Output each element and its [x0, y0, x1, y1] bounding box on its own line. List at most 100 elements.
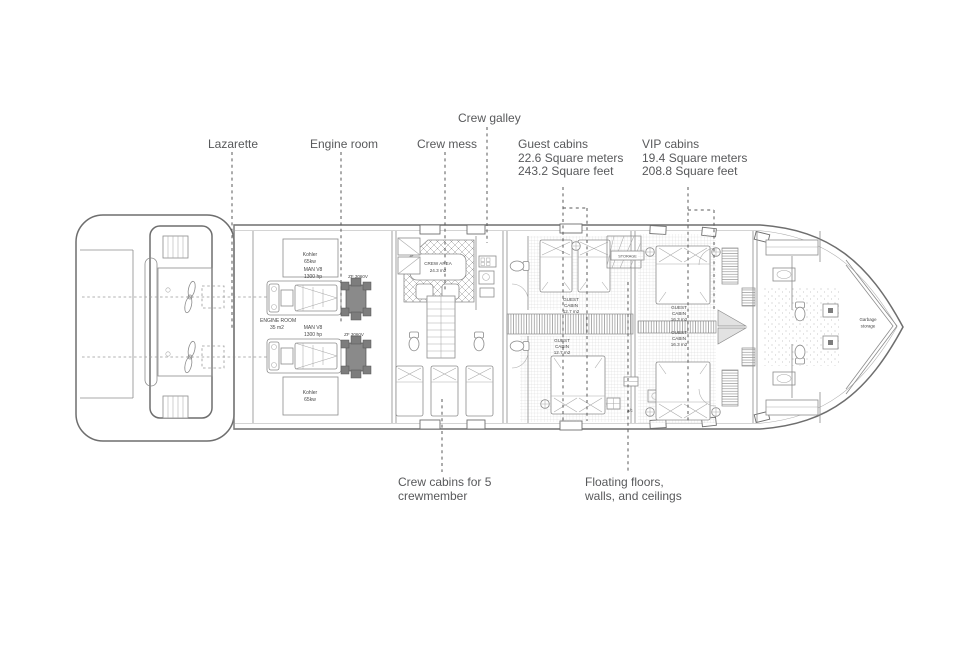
- gearbox-label: ZF 3060V: [348, 274, 368, 279]
- vip-fixture: [741, 347, 756, 367]
- guest-cabins-title: Guest cabins: [518, 137, 589, 151]
- generator-power-label: 65kw: [304, 397, 316, 403]
- vip-fixture: [741, 287, 756, 307]
- vip-cabin-label: CABIN: [672, 336, 686, 341]
- lazarette-bay: [157, 267, 213, 377]
- generator-power-label: 65kw: [304, 259, 316, 265]
- crew-mess-label: Crew mess: [417, 137, 478, 151]
- floating-floors-callout: Floating floors, walls, and ceilings: [585, 475, 682, 503]
- crew-toilet: [408, 331, 420, 352]
- vip-double-bed: [655, 361, 711, 421]
- engine-model-label: MAN V8: [304, 267, 323, 273]
- crew-section: CREW AREA 24.3 m2: [395, 236, 497, 417]
- gearbox-stbd: [340, 335, 372, 379]
- closet-chevron: [717, 309, 748, 327]
- vip-cabin-area-label: 16.3 m2: [671, 342, 688, 347]
- ac-label: a/c: [627, 408, 633, 413]
- guest-cabins-leader: [562, 187, 588, 421]
- bow-sink: [772, 371, 796, 386]
- bow-toilet: [794, 344, 806, 365]
- guest-twin-bed: [539, 239, 573, 293]
- guest-twin-bed: [577, 239, 611, 293]
- crew-cabins-line1: Crew cabins for 5: [398, 475, 492, 489]
- callout-leaders: [231, 127, 715, 472]
- vip-cabins-imperial: 208.8 Square feet: [642, 164, 738, 178]
- floating-floors-line1: Floating floors,: [585, 475, 664, 489]
- crew-toilet: [473, 331, 485, 352]
- vip-corridor: [637, 320, 717, 334]
- bow-sink: [772, 267, 796, 282]
- generator-port: [282, 238, 339, 278]
- generator-stbd: [282, 376, 339, 416]
- guest-cabin-area-label: 12.7 m2: [563, 309, 580, 314]
- guest-nightstand: [571, 241, 581, 251]
- galley-cabinet: [479, 287, 495, 298]
- vip-shower: [721, 369, 739, 407]
- bow-storage-bulkhead: [845, 259, 898, 395]
- lazarette-label: Lazarette: [208, 137, 259, 151]
- guest-cabins-metric: 22.6 Square meters: [518, 150, 624, 165]
- closet-chevron: [717, 327, 748, 345]
- guest-toilet: [509, 340, 530, 352]
- bow-toilet: [794, 301, 806, 322]
- bow-section: Garbage storage: [762, 231, 898, 423]
- guest-cabins-imperial: 243.2 Square feet: [518, 164, 614, 178]
- engine-room-label: ENGINE ROOM: [260, 318, 296, 324]
- vip-nightstand: [645, 407, 655, 417]
- crew-galley-label: Crew galley: [458, 111, 521, 125]
- stern-steps-bottom: [162, 395, 189, 419]
- guest-corridor: [506, 313, 634, 335]
- vip-shower: [721, 247, 739, 285]
- vip-cabins-metric: 19.4 Square meters: [642, 150, 748, 165]
- guest-cabin-label: GUEST: [563, 297, 579, 302]
- shaft-coupling-stbd: [201, 345, 225, 369]
- propeller-stbd: [183, 340, 197, 374]
- generator-brand-label: Kohler: [303, 390, 318, 396]
- engine-model-label: MAN V8: [304, 325, 323, 331]
- vip-cabin-label: GUEST: [671, 330, 687, 335]
- garbage-storage-label: storage: [861, 324, 876, 329]
- engine-room: Kohler 65kw Kohler 65kw MAN V8 1300 hp M…: [260, 238, 372, 416]
- main-engine-port: [266, 280, 342, 316]
- vip-cabins-leader: [687, 187, 715, 421]
- vip-nightstand: [711, 407, 721, 417]
- engine-room-callout: Engine room: [310, 137, 379, 152]
- propeller-port: [183, 280, 197, 314]
- transom-lazarette: [82, 225, 342, 419]
- engine-power-label: 1300 hp: [304, 274, 322, 280]
- vip-cabin-label: GUEST: [671, 305, 687, 310]
- vip-cabins-title: VIP cabins: [642, 137, 700, 151]
- bow-berth: [765, 399, 819, 416]
- guest-nightstand: [540, 399, 550, 409]
- gearbox-label: ZF 3060V: [344, 332, 364, 337]
- crew-stairs: [426, 295, 456, 359]
- guest-cabin-area-label: 12.7 m2: [554, 350, 571, 355]
- main-engine-stbd: [266, 338, 342, 374]
- bow-berth: [765, 239, 819, 256]
- engine-power-label: 1300 hp: [304, 332, 322, 338]
- guest-toilet: [509, 260, 530, 272]
- crew-cabins-callout: Crew cabins for 5 crewmember: [398, 475, 492, 503]
- vip-double-bed: [655, 245, 711, 305]
- crew-berth: [465, 365, 494, 417]
- crew-berth: [430, 365, 459, 417]
- hull-outline: [233, 224, 904, 430]
- lazarette-callout: Lazarette: [208, 137, 259, 152]
- crew-galley-area: [475, 236, 497, 310]
- crew-mess-callout: Crew mess: [417, 137, 478, 152]
- crew-area-area-label: 24.3 m2: [430, 268, 447, 273]
- swim-platform: [75, 214, 235, 442]
- vip-section: GUEST CABIN 16.3 m2 GUEST CABIN 16.3 m2: [637, 234, 756, 423]
- guest-double-bed: [550, 355, 606, 415]
- guest-cabins-callout: Guest cabins 22.6 Square meters 243.2 Sq…: [518, 137, 624, 179]
- stern-steps-top: [162, 235, 189, 259]
- guest-cabin-label: CABIN: [555, 344, 569, 349]
- engine-room-label: Engine room: [310, 137, 379, 151]
- guest-section: GUEST CABIN 12.7 m2 GUEST CABIN 12.7 m2 …: [506, 235, 663, 423]
- crew-galley-callout: Crew galley: [458, 111, 521, 126]
- crew-area-label: CREW AREA: [424, 261, 453, 266]
- generator-brand-label: Kohler: [303, 252, 318, 258]
- crew-berth: [395, 365, 424, 417]
